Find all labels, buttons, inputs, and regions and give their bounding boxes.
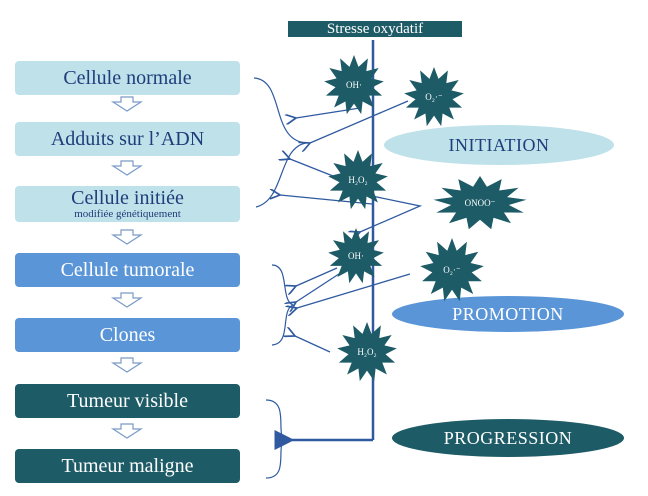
phase-progression: PROGRESSION: [392, 419, 624, 457]
stage-label: Cellule tumorale: [60, 259, 195, 281]
radical-starburst-icon: [337, 322, 397, 382]
arrow: [296, 267, 338, 286]
stage-cellule-normale: Cellule normale: [15, 61, 240, 95]
arrow: [296, 107, 361, 118]
arrow: [360, 195, 423, 232]
stage-tumeur-maligne: Tumeur maligne: [15, 449, 240, 483]
radical-starburst-icon: [324, 55, 384, 115]
radical-label: OH·: [348, 251, 364, 261]
arrow: [280, 195, 373, 205]
down-arrow-icon: [110, 96, 144, 112]
phase-initiation: INITIATION: [384, 125, 614, 165]
radical-label: ONOO⁻: [465, 198, 496, 208]
down-arrow-icon: [110, 423, 144, 439]
stage-tumeur-visible: Tumeur visible: [15, 384, 240, 418]
stage-cellule-tumorale: Cellule tumorale: [15, 253, 240, 287]
phase-promotion: PROMOTION: [392, 296, 624, 332]
down-arrow-icon: [110, 357, 144, 373]
arrow: [290, 159, 339, 179]
down-arrow-icon: [110, 160, 144, 176]
phase-label: PROGRESSION: [443, 427, 573, 448]
radical-label: O₂·⁻: [425, 92, 443, 102]
stage-clones: Clones: [15, 318, 240, 352]
radical-label: O₂·⁻: [443, 265, 461, 275]
stage-label: Cellule initiée: [71, 187, 184, 209]
arrow: [296, 269, 346, 302]
down-arrow-icon: [110, 229, 144, 245]
brace-progression: [265, 399, 287, 479]
stage-sublabel: modifiée génétiquement: [74, 208, 181, 220]
radical-label: H₂O₂: [348, 175, 367, 185]
arrow: [310, 100, 409, 143]
arrow: [295, 336, 331, 353]
down-arrow-icon: [110, 292, 144, 308]
brace-initiation-bottom: [255, 142, 307, 208]
stage-cellule-initiee: Cellule initiée modifiée génétiquement: [15, 186, 240, 222]
stage-label: Adduits sur l’ADN: [50, 128, 205, 150]
phase-label: INITIATION: [448, 134, 550, 155]
radical-label: OH·: [346, 80, 362, 90]
stage-label: Tumeur visible: [67, 390, 188, 412]
radical-starburst-icon: [328, 150, 388, 210]
stage-label: Cellule normale: [63, 67, 192, 89]
stage-adduits-adn: Adduits sur l’ADN: [15, 122, 240, 156]
stage-label: Clones: [99, 324, 156, 346]
brace-initiation-top: [253, 77, 307, 144]
brace-promotion: [271, 264, 295, 346]
stress-oxydatif-title: Stresse oxydatif: [288, 21, 462, 37]
arrow: [297, 273, 411, 308]
stage-label: Tumeur maligne: [61, 455, 194, 477]
radical-starburst-icon: [420, 238, 484, 302]
radical-starburst-icon: [328, 228, 384, 284]
radical-starburst-icon: [433, 176, 527, 230]
radical-label: H₂O₂: [357, 347, 376, 357]
radical-starburst-icon: [404, 67, 464, 127]
phase-label: PROMOTION: [452, 303, 564, 324]
